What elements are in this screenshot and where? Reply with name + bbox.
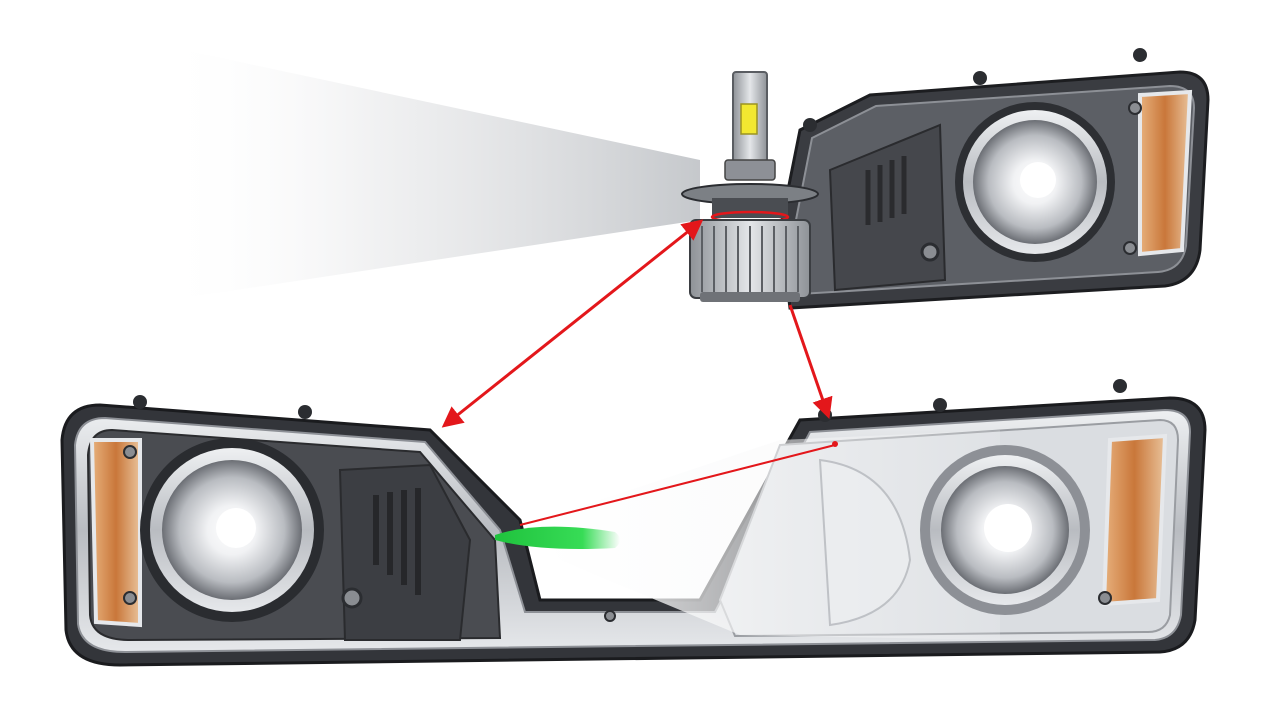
led-bulb [681, 71, 819, 302]
green-highlight [495, 526, 620, 549]
reflector-vents-left [373, 488, 421, 595]
reflector-vents [865, 156, 907, 225]
arrows [441, 219, 838, 526]
amber-marker-right [1101, 433, 1168, 607]
arrow-icon [441, 219, 704, 428]
headlight-bottom-assembly [60, 379, 1207, 667]
arrow-icon [788, 304, 833, 419]
arrow-icon [519, 444, 836, 526]
headlight-top-right [778, 48, 1210, 310]
led-bulb-icon [681, 71, 819, 302]
amber-marker-left [89, 438, 142, 628]
light-beam-left [160, 45, 700, 300]
amber-marker [1138, 89, 1193, 257]
